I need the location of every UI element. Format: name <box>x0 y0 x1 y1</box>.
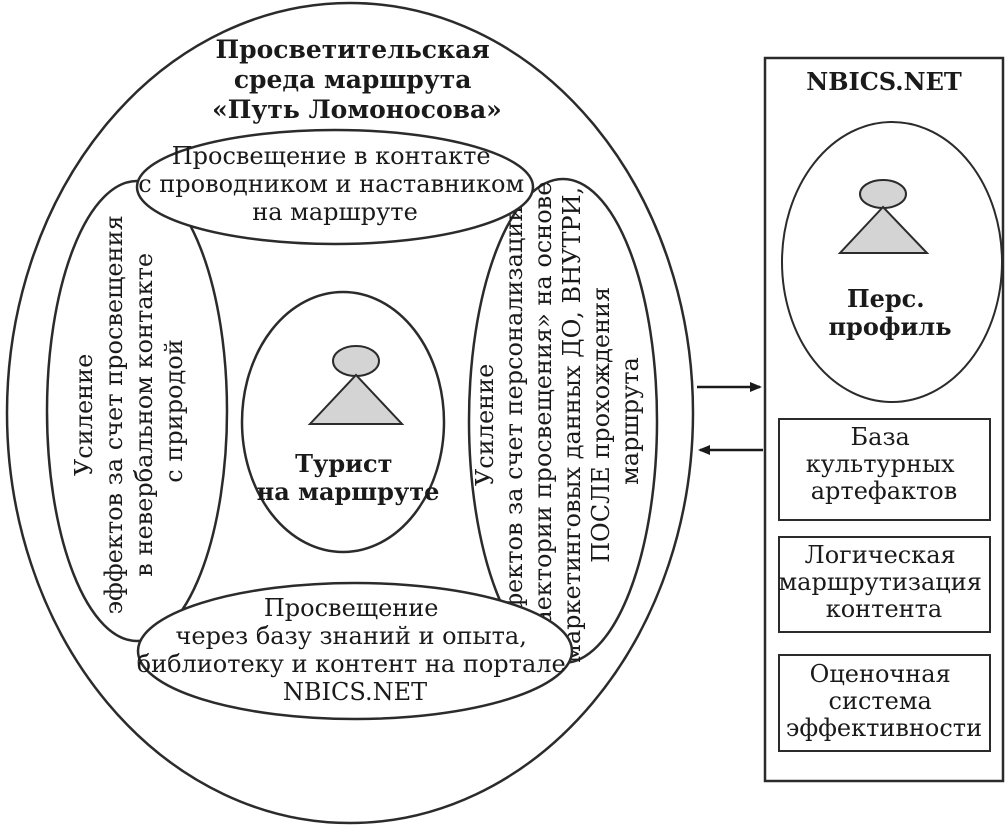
left-ellipse-line-3: в невербальном контакте <box>130 253 158 577</box>
profile-line-1: Перс. <box>847 284 925 313</box>
portal-box-artifacts-line-3: артефактов <box>811 477 957 505</box>
portal-box-routing-line-3: контента <box>826 595 943 623</box>
portal-box-routing-line-1: Логическая <box>805 541 956 569</box>
top-ellipse-line-1: Просвещение в контакте <box>172 142 491 170</box>
bottom-ellipse-line-3: библиотеку и контент на портале <box>137 650 566 678</box>
portal-box-evaluation-text: Оценочная система эффективности <box>786 660 982 742</box>
environment-title-line-2: среда маршрута <box>234 65 472 94</box>
top-ellipse-line-3: на маршруте <box>252 198 418 226</box>
top-ellipse-line-2: с проводником и наставником <box>138 170 524 198</box>
portal-title-text: NBICS.NET <box>806 67 962 96</box>
portal-box-artifacts-line-2: культурных <box>806 450 955 478</box>
left-ellipse-line-4: с природой <box>160 339 188 482</box>
right-ellipse-line-5: ПОСЛЕ прохождения <box>587 287 615 563</box>
tourist-head-icon <box>332 345 380 377</box>
bottom-ellipse-line-4: NBICS.NET <box>283 678 427 706</box>
bottom-ellipse-line-2: через базу знаний и опыта, <box>176 622 527 650</box>
top-ellipse <box>135 128 535 246</box>
right-ellipse-text: Усиление эффектов за счет персонализации… <box>471 174 644 668</box>
environment-title: Просветительская среда маршрута «Путь Ло… <box>212 35 502 124</box>
right-ellipse-line-2: эффектов за счет персонализации <box>500 206 528 644</box>
portal-box-evaluation-line-3: эффективности <box>786 714 982 742</box>
portal-box-evaluation-line-2: система <box>829 687 932 715</box>
center-line-2: на маршруте <box>257 477 440 506</box>
left-ellipse-line-2: эффектов за счет просвещения <box>100 215 128 614</box>
portal-title: NBICS.NET <box>806 67 962 96</box>
bottom-ellipse <box>136 581 574 721</box>
profile-ellipse <box>781 121 1003 403</box>
left-ellipse-text: Усиление эффектов за счет просвещения в … <box>70 208 188 615</box>
center-text: Турист на маршруте <box>257 449 440 506</box>
portal-box-artifacts-line-1: База <box>851 423 910 451</box>
environment-title-line-1: Просветительская <box>216 35 490 64</box>
right-ellipse-line-4: маркетинговых данных ДО, ВНУТРИ, <box>558 187 586 663</box>
bottom-ellipse-text: Просвещение через базу знаний и опыта, б… <box>137 594 574 706</box>
right-ellipse-line-6: маршрута <box>616 357 644 485</box>
center-line-1: Турист <box>295 449 392 478</box>
profile-text: Перс. профиль <box>828 284 951 341</box>
bottom-ellipse-line-1: Просвещение <box>264 594 439 622</box>
right-ellipse-line-3: «траектории просвещения» на основе <box>529 182 557 668</box>
portal-box-routing-text: Логическая маршрутизация контента <box>778 541 989 623</box>
portal-box-evaluation <box>778 654 991 752</box>
portal-box-artifacts <box>778 418 991 521</box>
profile-person-icon <box>837 205 930 254</box>
portal-box-artifacts-text: База культурных артефактов <box>806 423 962 505</box>
right-ellipse-line-1: Усиление <box>471 364 499 486</box>
portal-box-evaluation-line-1: Оценочная <box>810 660 951 688</box>
portal-box-routing-line-2: маршрутизация <box>778 568 981 596</box>
left-ellipse-line-1: Усиление <box>70 354 98 476</box>
environment-title-line-3: «Путь Ломоносова» <box>212 95 502 124</box>
tourist-person-icon <box>307 373 405 425</box>
profile-head-icon <box>859 179 907 209</box>
top-ellipse-text: Просвещение в контакте с проводником и н… <box>138 142 532 226</box>
portal-box-routing <box>778 536 991 633</box>
profile-line-2: профиль <box>828 312 951 341</box>
